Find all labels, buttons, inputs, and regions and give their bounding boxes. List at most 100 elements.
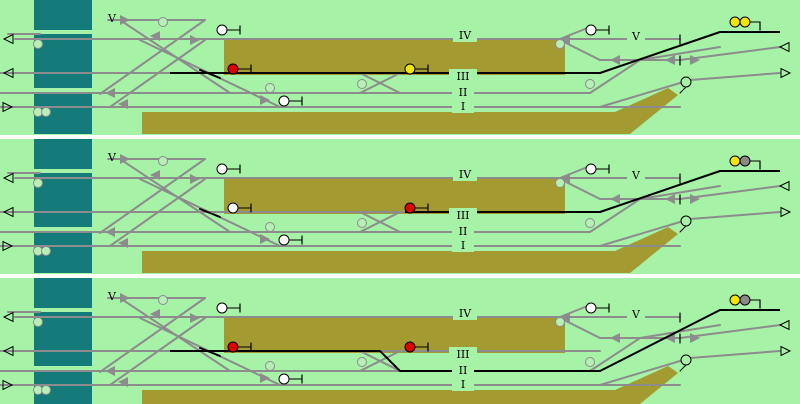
label-track-v_left: V [107,290,117,303]
bridge-gap-lower [34,227,92,231]
label-bg-i [452,238,474,252]
signal-lower-lamp [278,95,290,107]
signal-exit-lower-lamp [680,215,692,227]
switch-wedge-3 [120,15,130,25]
switch-wedge-9 [665,333,675,343]
signal-upper-left-lamp [216,302,228,314]
switch-wedge-4 [190,174,200,184]
route-switch-blade [199,208,221,218]
diag-v-exit [639,324,721,339]
arrow-left-iv [2,172,14,184]
label-track-iv: IV [459,307,472,320]
arrow-left-iii [2,206,14,218]
switch-wedge-6 [260,234,270,244]
label-track-iii: III [456,348,469,361]
track-exit-upper [679,324,781,339]
arrow-left-iii [2,345,14,357]
entry-signal-lamp-1 [729,155,741,167]
label-bg-ii [452,224,474,238]
switch-wedge-4 [190,35,200,45]
switch-wedge-10 [690,55,700,65]
track-exit-lower [689,350,781,359]
diag-i-to-iv [109,178,206,247]
arrow-left-exit [778,180,790,192]
diag-i-to-iv [109,39,206,108]
signal-upper-left-lamp [216,24,228,36]
route-switch-blade [199,69,221,79]
switch-wedge-7 [560,173,570,183]
label-bg-ii [452,363,474,377]
route-line [405,170,780,213]
switch-wedge-8 [610,333,620,343]
switch-wedge-4 [190,313,200,323]
diag-v-to-ii [99,19,206,95]
platform-lower [142,366,678,404]
panel-separator-2 [0,274,800,278]
label-bg-iii [449,208,477,222]
shunt-lamp-a [33,39,43,49]
switch-wedge-1 [105,227,115,237]
entry-signal-lamp-1 [729,16,741,28]
label-bg-v_right [627,307,645,321]
bridge-gap-upper [34,308,92,312]
shunt-lamp-c [41,107,51,117]
label-track-iv: IV [459,29,472,42]
switch-wedge-3 [120,154,130,164]
signal-upper-left-lamp [216,163,228,175]
diag-iii-ii-b [359,350,401,372]
shunt-lamp-f [357,218,367,228]
label-track-v_right: V [631,30,641,43]
label-track-iii: III [456,70,469,83]
signal-platform-left-lamp [227,341,239,353]
signal-platform-right-lamp [404,341,416,353]
shunt-lamp-d [158,156,168,166]
label-bg-i [452,377,474,391]
label-track-ii: II [459,364,468,377]
platform-lower [142,227,678,273]
route-line [170,309,780,372]
signal-platform-left-lamp [227,63,239,75]
label-track-ii: II [459,86,468,99]
track-exit-lower [689,211,781,220]
switch-wedge-5 [150,170,160,180]
diag-iii-ii-b [359,72,401,94]
route-switch-blade [199,347,221,357]
bridge-gap-lower [34,366,92,370]
label-bg-v_right [627,29,645,43]
diag-i-to-iv [109,317,206,386]
route-line [170,31,780,74]
switch-wedge-7 [560,34,570,44]
diag-v-to-ii [99,297,206,373]
label-bg-i [452,99,474,113]
switch-wedge-6 [260,373,270,383]
shunt-lamp-a [33,317,43,327]
shunt-lamp-g [555,317,565,327]
track-ii-crossover [589,198,641,233]
arrow-right-i [2,101,14,113]
arrow-left-iii [2,67,14,79]
label-bg-iv [453,306,477,320]
signal-lower-lamp [278,234,290,246]
shunt-lamp-g [555,39,565,49]
shunt-lamp-g [555,178,565,188]
switch-wedge-9 [665,55,675,65]
track-exit-lower [689,72,781,81]
shunt-lamp-h [585,357,595,367]
platform-upper [224,40,565,75]
shunt-lamp-f [357,79,367,89]
track-ii-crossover [589,59,641,94]
switch-wedge-1 [105,366,115,376]
track-ii-crossover [589,337,641,372]
signal-upper-right-lamp [585,24,597,36]
switch-wedge-6 [260,95,270,105]
arrow-left-iv [2,311,14,323]
entry-signal-lamp-2 [739,16,751,28]
shunt-lamp-d [158,295,168,305]
shunt-lamp-a [33,178,43,188]
switch-wedge-10 [690,194,700,204]
signal-upper-right-lamp [585,302,597,314]
switch-wedge-2 [118,238,128,248]
label-track-iii: III [456,209,469,222]
arrow-left-iv [2,33,14,45]
shunt-lamp-c [41,246,51,256]
